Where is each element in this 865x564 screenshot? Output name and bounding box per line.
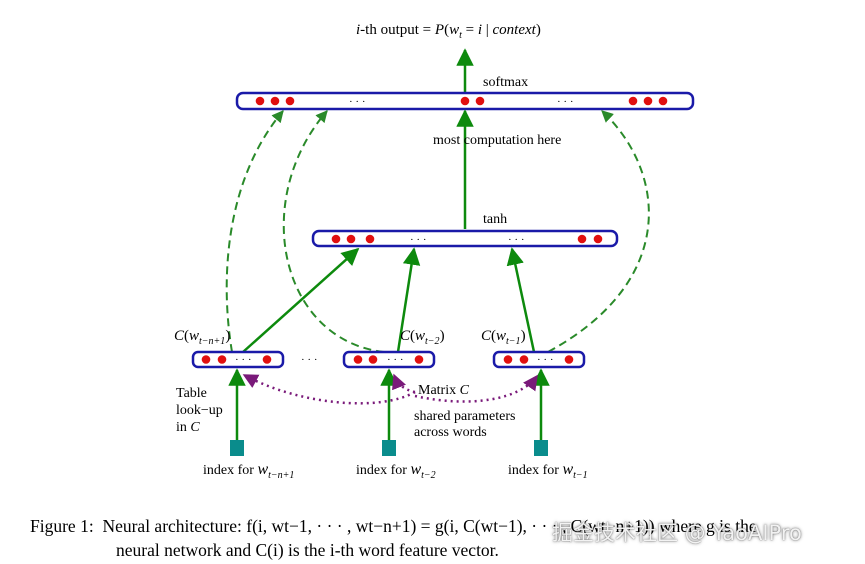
softmax-ellipsis-right: · · · [557, 96, 574, 108]
caption-line2: neural network and C(i) is the i-th word… [116, 540, 499, 560]
embedding-between-ellipsis: · · · [301, 354, 318, 366]
table-lookup-label: Table look−up in C [176, 386, 223, 435]
unit-dot [519, 355, 529, 364]
input-left-label: index for wt−n+1 [203, 461, 295, 481]
embedding-right-to-tanh-arrow [506, 247, 536, 353]
unit-dot [285, 96, 295, 106]
skip-connection-middle [282, 110, 385, 353]
embedding-box-right [492, 350, 586, 369]
input-square-left [230, 440, 244, 456]
unit-dot [460, 96, 470, 106]
unit-dot [353, 355, 363, 364]
tanh-ellipsis-right: · · · [508, 234, 525, 246]
softmax-units [255, 96, 668, 106]
skip-connection-right [547, 110, 650, 353]
most-computation-label: most computation here [433, 133, 562, 148]
embedding-middle-units [353, 355, 424, 364]
unit-dot [414, 355, 424, 364]
unit-dot [201, 355, 211, 364]
input-square-right [534, 440, 548, 456]
softmax-label: softmax [483, 75, 529, 90]
unit-dot [346, 234, 356, 244]
embedding-middle-ellipsis: · · · [387, 354, 404, 366]
unit-dot [262, 355, 272, 364]
caption-line1: Neural architecture: f(i, wt−1, · · · , … [102, 516, 757, 536]
embedding-right-label: C(wt−1) [481, 328, 526, 347]
unit-dot [503, 355, 513, 364]
input-right-label: index for wt−1 [508, 461, 588, 481]
unit-dot [564, 355, 574, 364]
watermark: 掘金技术社区 @ YaoAIPro [552, 521, 802, 545]
embedding-left-units [201, 355, 272, 364]
unit-dot [628, 96, 638, 106]
embedding-right-units [503, 355, 574, 364]
softmax-ellipsis-left: · · · [349, 96, 366, 108]
unit-dot [593, 234, 603, 244]
figure-caption: Figure 1: Neural architecture: f(i, wt−1… [30, 514, 757, 562]
unit-dot [365, 234, 375, 244]
unit-dot [577, 234, 587, 244]
matrix-c-label: Matrix C [418, 383, 469, 398]
embedding-box-left [191, 350, 285, 369]
embedding-mid-to-tanh-arrow [396, 247, 421, 353]
embedding-middle-label: C(wt−2) [400, 328, 445, 347]
caption-label: Figure 1: [30, 516, 94, 536]
unit-dot [331, 234, 341, 244]
unit-dot [368, 355, 378, 364]
skip-connection-left [225, 110, 284, 353]
tanh-label: tanh [483, 212, 508, 227]
unit-dot [270, 96, 280, 106]
shared-params-arrow-right [414, 374, 539, 403]
embedding-left-to-tanh-arrow [242, 247, 360, 353]
neural-architecture-diagram: · · · · · · · · · · · · · · · · · · · · … [191, 48, 695, 456]
tanh-ellipsis-left: · · · [410, 234, 427, 246]
embedding-left-ellipsis: · · · [235, 354, 252, 366]
embedding-box-middle [342, 350, 436, 369]
unit-dot [217, 355, 227, 364]
embedding-right-ellipsis: · · · [537, 354, 554, 366]
shared-params-arrow-mid [392, 373, 416, 394]
embedding-left-label: C(wt−n+1) [174, 328, 231, 347]
tanh-layer-box [311, 229, 619, 248]
unit-dot [658, 96, 668, 106]
tanh-units [331, 234, 603, 244]
shared-parameters-label: shared parameters across words [414, 409, 516, 440]
input-square-middle [382, 440, 396, 456]
unit-dot [475, 96, 485, 106]
shared-params-arrow-left [242, 373, 416, 405]
output-title: i-th output = P(wt = i | context) [356, 22, 541, 41]
unit-dot [643, 96, 653, 106]
input-middle-label: index for wt−2 [356, 461, 436, 481]
unit-dot [255, 96, 265, 106]
